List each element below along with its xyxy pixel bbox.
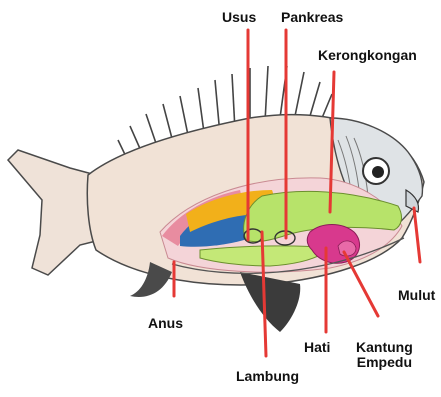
gall-bladder [338,241,356,256]
fish-pupil [372,166,384,178]
pointer-mulut [414,208,420,262]
label-kantung-empedu-line2: Empedu [356,355,413,370]
label-kantung-empedu: Kantung Empedu [356,340,413,370]
label-usus: Usus [222,10,256,25]
label-kerongkongan: Kerongkongan [318,48,417,63]
label-mulut: Mulut [398,288,435,303]
label-lambung: Lambung [236,369,299,384]
label-hati: Hati [304,340,330,355]
label-pankreas: Pankreas [281,10,343,25]
label-anus: Anus [148,316,183,331]
label-kantung-empedu-line1: Kantung [356,340,413,355]
tail-fin [8,150,100,275]
